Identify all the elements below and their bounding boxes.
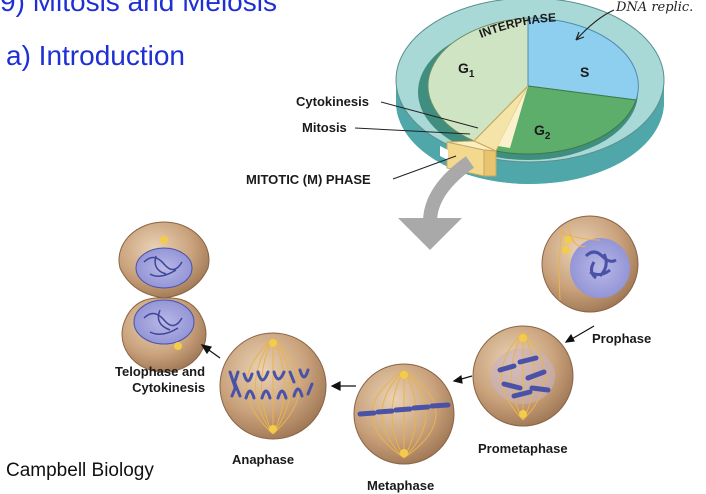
mitosis-label: Mitosis bbox=[302, 120, 347, 135]
prophase-label: Prophase bbox=[592, 331, 652, 346]
prometaphase-cell bbox=[472, 325, 574, 427]
interphase-text: INTERPHASE bbox=[477, 10, 556, 40]
handwritten-note: DNA replic. bbox=[616, 0, 694, 15]
prometaphase-label: Prometaphase bbox=[478, 441, 568, 456]
m-phase-label: MITOTIC (M) PHASE bbox=[246, 172, 371, 187]
telophase-label: Telophase and Cytokinesis bbox=[115, 364, 206, 395]
metaphase-label: Metaphase bbox=[367, 478, 435, 493]
telophase-cells bbox=[118, 221, 210, 373]
svg-text:INTERPHASE: INTERPHASE bbox=[477, 12, 556, 41]
interphase-label: INTERPHASE bbox=[477, 10, 617, 47]
source-credit: Campbell Biology bbox=[6, 460, 154, 481]
cut-off-heading: 9) Mitosis and Meiosis bbox=[0, 0, 277, 17]
anaphase-label: Anaphase bbox=[232, 452, 295, 467]
metaphase-cell bbox=[353, 363, 455, 465]
stage-arrows bbox=[200, 325, 595, 391]
g2-label: G2 bbox=[534, 122, 551, 142]
cytokinesis-label: Cytokinesis bbox=[296, 94, 369, 109]
g1-label: G1 bbox=[458, 60, 475, 80]
section-title: a) Introduction bbox=[6, 40, 185, 71]
anaphase-cell bbox=[219, 332, 327, 440]
cell-cycle-disk bbox=[395, 0, 665, 184]
prophase-cell bbox=[541, 215, 639, 313]
s-label: S bbox=[580, 64, 590, 80]
